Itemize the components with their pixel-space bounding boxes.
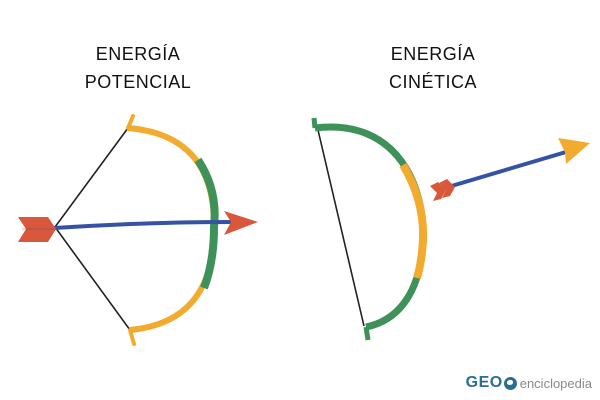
released-bow-bottom-tip xyxy=(363,326,371,341)
released-bow-grip xyxy=(399,162,428,280)
flying-arrow-fletching xyxy=(430,179,455,201)
logo-suffix: enciclopedia xyxy=(519,375,592,391)
logo-brand: GEO xyxy=(465,374,503,391)
potential-title-line-1: ENERGÍA xyxy=(95,44,181,64)
drawn-arrow-shaft xyxy=(38,220,234,231)
drawn-bow xyxy=(18,114,258,346)
potential-title-line-2: POTENCIAL xyxy=(84,72,192,92)
drawn-bow-grip xyxy=(194,157,219,290)
kinetic-energy-title: ENERGÍA CINÉTICA xyxy=(343,40,523,96)
released-bow-limb xyxy=(314,123,427,331)
globe-icon xyxy=(503,376,517,390)
drawn-arrow-fletching xyxy=(18,217,56,242)
kinetic-title-line-1: ENERGÍA xyxy=(390,44,476,64)
released-bow-string xyxy=(317,129,365,327)
flying-arrow-head xyxy=(558,138,590,164)
potential-energy-title: ENERGÍA POTENCIAL xyxy=(48,40,228,96)
released-bow xyxy=(311,117,590,341)
geoenciclopedia-logo: GEO enciclopedia xyxy=(466,372,592,394)
released-bow-top-tip xyxy=(311,117,318,129)
drawn-arrow-head xyxy=(224,211,258,235)
flying-arrow-shaft xyxy=(436,150,568,192)
kinetic-title-line-2: CINÉTICA xyxy=(388,72,477,92)
drawn-bow-top-tip xyxy=(126,114,135,130)
drawn-bow-bottom-tip xyxy=(128,328,136,346)
